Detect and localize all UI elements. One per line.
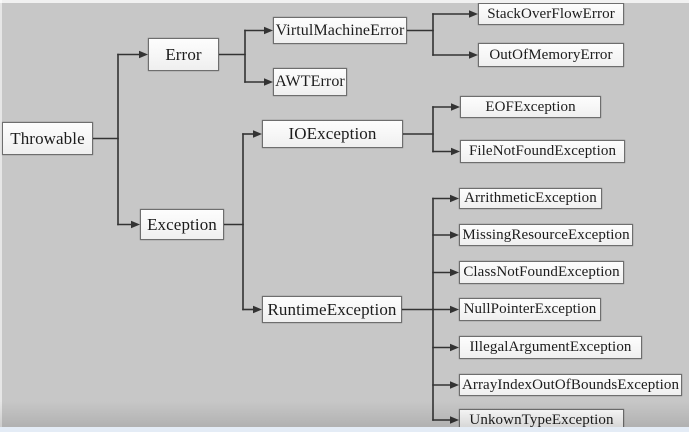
top-edge-highlight: [0, 0, 689, 3]
node-out-of-memory-error: OutOfMemoryError: [478, 43, 624, 67]
node-label: Exception: [147, 214, 217, 234]
arrowhead-into-virtual-machine-error: [264, 26, 273, 35]
node-label: RuntimeException: [267, 299, 397, 319]
arrowhead-into-class-not-found-exception: [450, 268, 459, 277]
arrowhead-into-out-of-memory-error: [469, 51, 478, 59]
node-exception: Exception: [140, 209, 224, 240]
node-label: ArrayIndexOutOfBoundsException: [461, 376, 680, 393]
arrowhead-into-missing-resource-exception: [450, 231, 459, 239]
node-label: MissingResourceException: [462, 226, 630, 243]
arrowhead-into-eof-exception: [451, 103, 460, 111]
connector-exception: [223, 130, 262, 314]
node-class-not-found-exception: ClassNotFoundException: [459, 261, 624, 284]
node-label: IllegalArgumentException: [469, 339, 632, 355]
arrowhead-into-awt-error: [264, 78, 273, 86]
arrowhead-into-io-exception: [253, 130, 262, 138]
arrowhead-into-null-pointer-exception: [450, 305, 459, 314]
node-label: IOException: [288, 124, 377, 143]
node-label: Error: [165, 44, 202, 64]
node-io-exception: IOException: [262, 120, 403, 148]
node-virtual-machine-error: VirtulMachineError: [273, 17, 407, 44]
node-arithmetic-exception: ArrithmeticException: [459, 188, 602, 209]
node-null-pointer-exception: NullPointerException: [459, 298, 601, 321]
node-label: FileNotFoundException: [468, 143, 617, 159]
node-throwable: Throwable: [2, 122, 93, 155]
node-illegal-argument-exception: IllegalArgumentException: [459, 336, 642, 359]
arrowhead-into-illegal-argument-exception: [450, 343, 459, 352]
node-array-index-out-of-bounds-exception: ArrayIndexOutOfBoundsException: [459, 374, 682, 396]
node-label: Throwable: [10, 128, 85, 148]
node-label: VirtulMachineError: [275, 21, 405, 39]
arrowhead-into-array-index-out-of-bounds-exception: [450, 381, 459, 389]
arrowhead-into-stack-overflow-error: [469, 10, 478, 18]
node-label: AWTError: [275, 73, 345, 90]
node-eof-exception: EOFException: [460, 96, 601, 118]
node-awt-error: AWTError: [273, 68, 347, 96]
arrowhead-into-file-not-found-exception: [451, 147, 460, 156]
connector-error: [218, 26, 273, 86]
node-error: Error: [148, 38, 219, 71]
node-label: UnkownTypeException: [469, 411, 614, 428]
arrowhead-into-error: [139, 50, 148, 59]
connector-virtual-machine-error: [406, 10, 478, 59]
arrowhead-into-unknown-type-exception: [450, 416, 459, 424]
connector-io-exception: [402, 103, 460, 156]
node-stack-overflow-error: StackOverFlowError: [478, 3, 624, 25]
node-label: OutOfMemoryError: [489, 46, 613, 63]
left-edge-highlight: [0, 0, 2, 432]
node-label: ArrithmeticException: [464, 190, 597, 206]
arrowhead-into-arithmetic-exception: [450, 194, 459, 203]
connector-runtime-exception: [401, 194, 459, 424]
node-label: ClassNotFoundException: [463, 264, 620, 280]
node-runtime-exception: RuntimeException: [262, 296, 402, 323]
bottom-edge-strip: [0, 427, 689, 432]
node-label: EOFException: [485, 98, 576, 115]
arrowhead-into-exception: [131, 220, 140, 229]
node-label: NullPointerException: [463, 301, 597, 317]
arrowhead-into-runtime-exception: [253, 305, 262, 314]
connector-throwable: [92, 50, 148, 229]
node-missing-resource-exception: MissingResourceException: [459, 224, 633, 246]
node-file-not-found-exception: FileNotFoundException: [460, 140, 625, 163]
node-label: StackOverFlowError: [487, 5, 615, 22]
